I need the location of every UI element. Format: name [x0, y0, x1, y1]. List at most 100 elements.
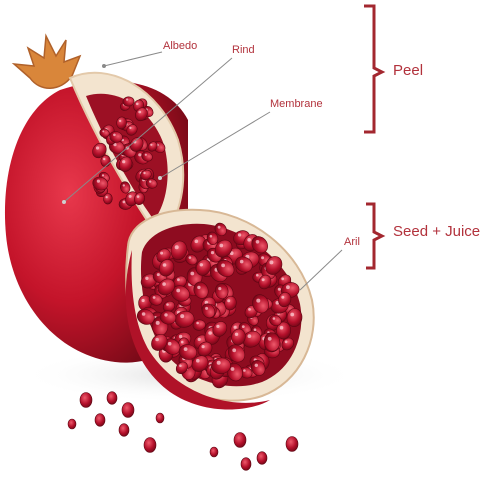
aril-highlight	[138, 153, 142, 157]
aril-highlight	[221, 263, 226, 268]
aril-highlight	[201, 345, 205, 349]
aril-highlight	[196, 358, 200, 363]
aril	[212, 321, 228, 337]
aril	[235, 256, 253, 273]
cut-half-skin	[125, 250, 270, 410]
aril-highlight	[105, 196, 108, 199]
aril-leader-line	[299, 249, 343, 291]
loose-aril	[155, 412, 165, 424]
aril-highlight	[286, 285, 290, 290]
aril	[126, 124, 138, 136]
aril-highlight	[197, 285, 201, 290]
aril-highlight	[239, 259, 244, 264]
aril-highlight	[162, 282, 166, 286]
aril-highlight	[227, 299, 231, 303]
loose-aril	[233, 432, 247, 448]
aril-highlight	[164, 313, 168, 317]
lower-arils	[136, 222, 303, 389]
aril-highlight	[204, 300, 208, 305]
aril-highlight	[237, 233, 242, 237]
aril-highlight	[281, 295, 285, 299]
peel-bracket	[364, 4, 386, 134]
aril-highlight	[194, 239, 199, 244]
aril-highlight	[118, 119, 122, 123]
aril-highlight	[209, 234, 213, 238]
loose-arils	[67, 391, 299, 471]
membrane-leader-dot	[158, 176, 162, 180]
aril	[227, 344, 246, 363]
aril	[147, 141, 158, 152]
aril-highlight	[196, 321, 199, 325]
aril-highlight	[243, 369, 246, 372]
aril	[278, 292, 292, 308]
albedo-leader-dot	[102, 64, 106, 68]
aril	[185, 254, 198, 266]
aril-highlight	[122, 200, 126, 204]
aril-highlight	[129, 126, 132, 130]
aril-highlight	[281, 277, 285, 281]
aril	[116, 116, 127, 130]
aril-highlight	[122, 184, 126, 187]
aril-highlight	[261, 278, 265, 282]
aril-highlight	[128, 194, 132, 198]
loose-aril	[209, 446, 219, 458]
aril	[206, 231, 219, 245]
aril	[197, 341, 213, 357]
seed-juice-bracket	[366, 202, 386, 270]
aril-highlight	[216, 324, 220, 328]
aril	[263, 332, 281, 352]
rind-leader-dot	[62, 200, 66, 204]
aril	[175, 361, 188, 374]
aril-highlight	[183, 347, 188, 351]
aril-highlight	[256, 298, 261, 303]
aril	[258, 274, 272, 290]
albedo-leader-line	[103, 51, 163, 67]
aril	[162, 300, 176, 313]
aril-highlight	[247, 238, 251, 242]
aril-highlight	[199, 263, 203, 267]
aril	[135, 107, 148, 122]
aril-highlight	[162, 263, 167, 267]
loose-aril	[118, 423, 130, 437]
loose-aril	[67, 418, 77, 430]
aril	[251, 236, 268, 254]
aril	[151, 333, 168, 351]
aril	[214, 283, 229, 300]
label-rind: Rind	[232, 44, 255, 56]
aril-highlight	[179, 364, 182, 368]
aril-highlight	[210, 251, 215, 255]
aril-highlight	[156, 273, 160, 277]
aril	[265, 256, 283, 275]
aril	[191, 355, 209, 372]
aril-highlight	[135, 102, 139, 106]
aril-highlight	[141, 312, 146, 316]
aril-highlight	[232, 348, 237, 353]
aril	[148, 293, 163, 306]
aril	[134, 192, 145, 206]
aril-highlight	[180, 314, 185, 319]
loose-aril	[285, 436, 299, 452]
aril-highlight	[234, 332, 239, 336]
aril-highlight	[150, 143, 153, 146]
aril-highlight	[178, 334, 183, 339]
aril-highlight	[143, 171, 146, 175]
aril-highlight	[277, 287, 281, 291]
aril-highlight	[230, 367, 235, 371]
aril	[103, 193, 113, 205]
aril-highlight	[188, 256, 192, 259]
aril-highlight	[267, 336, 272, 341]
aril-highlight	[166, 303, 169, 306]
aril-highlight	[145, 276, 149, 280]
aril-highlight	[255, 273, 259, 277]
aril-highlight	[208, 331, 212, 335]
aril	[141, 151, 153, 162]
aril-highlight	[279, 325, 284, 330]
aril	[118, 156, 133, 172]
aril-highlight	[136, 195, 140, 198]
aril	[122, 96, 135, 107]
aril-highlight	[125, 98, 129, 101]
loose-aril	[79, 392, 93, 408]
aril-highlight	[261, 256, 265, 260]
